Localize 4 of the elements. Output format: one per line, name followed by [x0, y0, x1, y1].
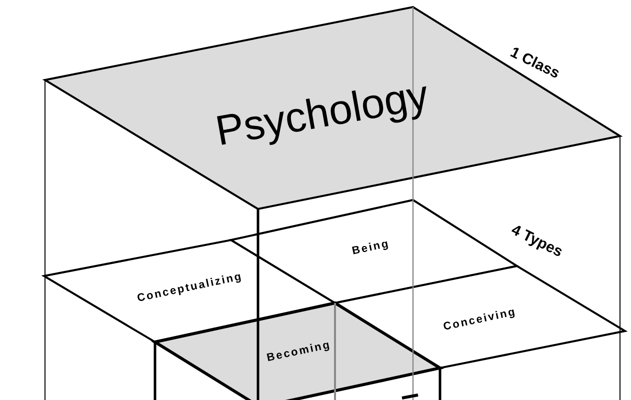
level-label: 1 Class	[508, 44, 562, 82]
type-label: Being	[351, 238, 391, 258]
type-label: Becoming	[266, 340, 332, 364]
class-title: Psychology	[212, 74, 432, 152]
